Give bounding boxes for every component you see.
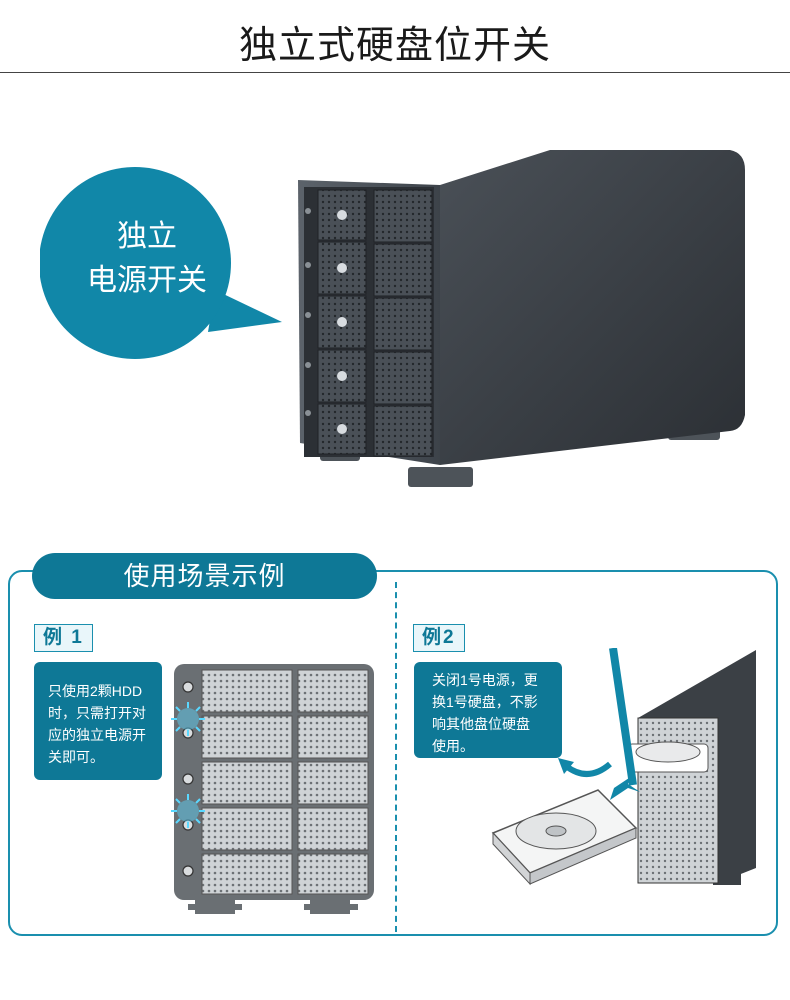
drive-trays-left (317, 189, 367, 455)
insert-arrow-icon (610, 776, 640, 800)
drive-trays-right (373, 189, 433, 457)
speech-bubble-icon (40, 167, 282, 359)
example-2-illustration (491, 648, 756, 886)
hard-drive-icon (491, 789, 638, 886)
example-1-line: 只使用2颗HDD (48, 683, 143, 699)
power-buttons-column (305, 208, 311, 416)
example-1-label: 例 1 (34, 624, 93, 652)
bubble-text: 独立 电源开关 (52, 215, 242, 303)
tray-grid (201, 669, 369, 895)
example-1-callout: 只使用2颗HDD 时，只需打开对 应的独立电源开 关即可。 (34, 662, 162, 780)
example-1-line: 应的独立电源开 (48, 727, 146, 743)
example-1-line: 关即可。 (48, 749, 104, 765)
scenario-frame (8, 570, 778, 936)
lit-power-button-glow (171, 702, 205, 828)
bubble-line-1: 独立 (117, 220, 177, 253)
example-2-callout: 关闭1号电源，更 换1号硬盘，不影 响其他盘位硬盘 使用。 (414, 662, 562, 758)
title-divider (0, 72, 790, 73)
scenario-heading: 使用场景示例 (32, 553, 377, 599)
enclosure-product-image (298, 150, 745, 487)
example-2-label: 例2 (413, 624, 465, 652)
power-button-icon (182, 681, 194, 877)
example-1-illustration (171, 664, 374, 914)
curved-arrow-icon (564, 761, 612, 777)
bubble-line-2: 电源开关 (87, 264, 207, 297)
example-2-line: 响其他盘位硬盘 (432, 716, 530, 732)
example-1-line: 时，只需打开对 (48, 705, 146, 721)
scenario-divider (395, 582, 397, 932)
example-2-line: 关闭1号电源，更 (432, 672, 538, 688)
page-title: 独立式硬盘位开关 (238, 25, 551, 67)
example-2-line: 使用。 (432, 738, 474, 754)
example-2-line: 换1号硬盘，不影 (432, 694, 538, 710)
